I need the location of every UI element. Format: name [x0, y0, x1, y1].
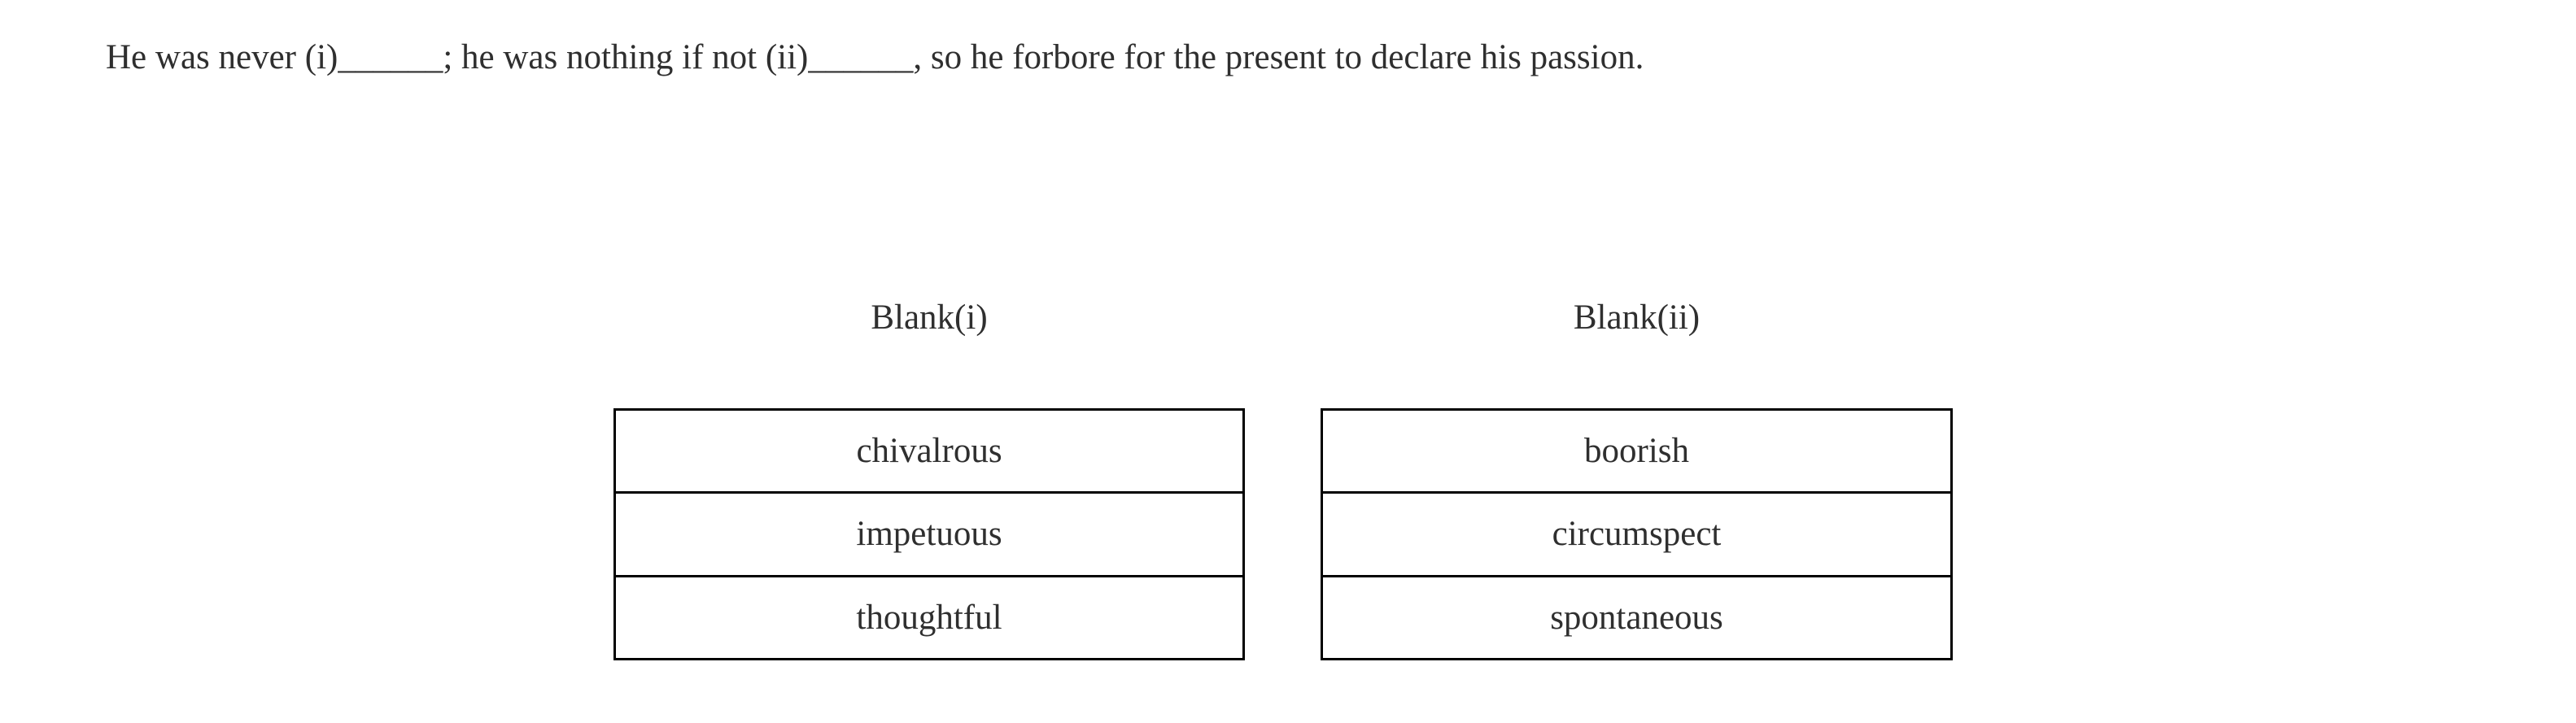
blank-i-option-2[interactable]: impetuous	[616, 491, 1242, 574]
blank-i-options-table: chivalrous impetuous thoughtful	[613, 408, 1245, 660]
blank-ii-option-1[interactable]: boorish	[1584, 432, 1689, 471]
blank-ii-column: Blank(ii) boorish circumspect spontaneou…	[1321, 297, 1953, 660]
blank-ii-option-3[interactable]: spontaneous	[1323, 574, 1950, 658]
question-sentence: He was never (i)______; he was nothing i…	[106, 38, 1644, 76]
blank-ii-options-table: boorish circumspect spontaneous	[1321, 408, 1953, 660]
blank-i-option-3[interactable]: thoughtful	[616, 574, 1242, 658]
blank-i-column: Blank(i) chivalrous impetuous thoughtful	[613, 297, 1245, 660]
blank-ii-option-2[interactable]: circumspect	[1323, 491, 1950, 574]
blank-i-header: Blank(i)	[871, 298, 988, 337]
blank-i-option-1[interactable]: chivalrous	[856, 432, 1002, 471]
blank-ii-header: Blank(ii)	[1573, 298, 1701, 337]
